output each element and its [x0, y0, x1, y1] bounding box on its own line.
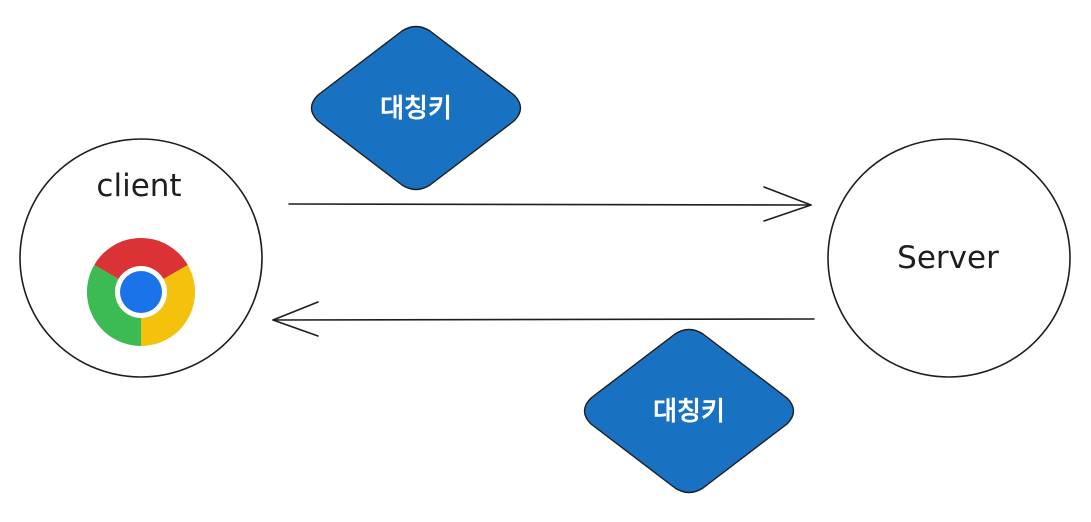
- server-node[interactable]: Server: [827, 138, 1071, 378]
- client-label: client: [96, 168, 181, 204]
- server-circle: [827, 138, 1071, 378]
- chrome-center: [120, 271, 162, 313]
- arrow-head-right-icon: [763, 186, 812, 222]
- arrow-server-to-client[interactable]: [272, 301, 815, 337]
- chrome-icon: [86, 237, 196, 347]
- arrow-line: [272, 318, 815, 321]
- key-label-bottom: 대칭키: [653, 397, 725, 427]
- key-diamond-bottom: [583, 328, 795, 494]
- chrome-red-segment: [94, 237, 188, 292]
- key-diamond-top: [310, 25, 522, 191]
- arrow-client-to-server[interactable]: [288, 186, 812, 222]
- arrow-head-left-icon: [272, 301, 319, 337]
- symmetric-key-bottom[interactable]: 대칭키: [583, 328, 795, 494]
- arrow-line: [288, 203, 812, 206]
- key-label-top: 대칭키: [380, 94, 452, 124]
- server-label: Server: [897, 240, 999, 276]
- symmetric-key-top[interactable]: 대칭키: [310, 25, 522, 191]
- client-node[interactable]: client: [19, 138, 263, 378]
